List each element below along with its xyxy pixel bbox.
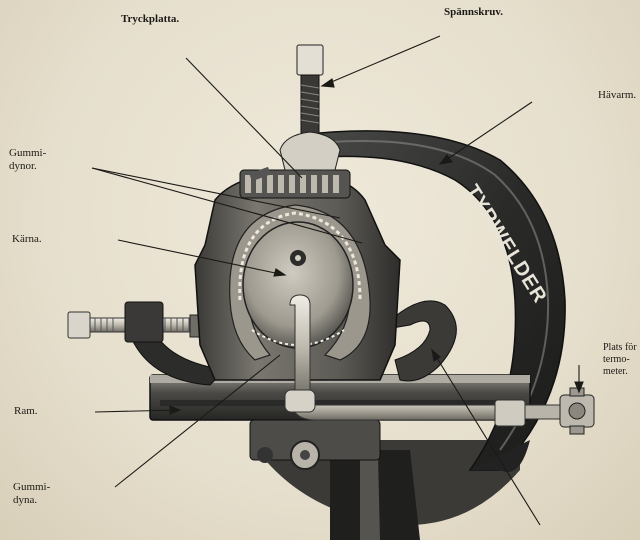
label-gummidyna-line1: Gummi-: [13, 481, 51, 493]
lever-arm: [298, 130, 566, 472]
label-karna: Kärna.: [12, 233, 42, 245]
label-havarm: Hävarm.: [598, 89, 637, 101]
label-spannskruv: Spännskruv.: [444, 6, 504, 18]
label-gummidyna-line2: dyna.: [13, 494, 38, 506]
core-disc: [242, 221, 354, 349]
label-tryckplatta: Tryckplatta.: [121, 13, 180, 25]
label-gummidynor-line1: Gummi-: [9, 147, 47, 159]
label-plats-line3: meter.: [603, 366, 628, 377]
pipe-assembly: [284, 294, 595, 435]
tension-screw: [249, 44, 341, 182]
label-plats-line1: Plats för: [603, 342, 637, 353]
label-plats-line2: termo-: [603, 354, 630, 365]
leader-lines: [91, 35, 584, 526]
label-ram: Ram.: [14, 405, 38, 417]
right-hose: [378, 300, 457, 382]
label-gummidynor-line2: dynor.: [9, 160, 37, 172]
